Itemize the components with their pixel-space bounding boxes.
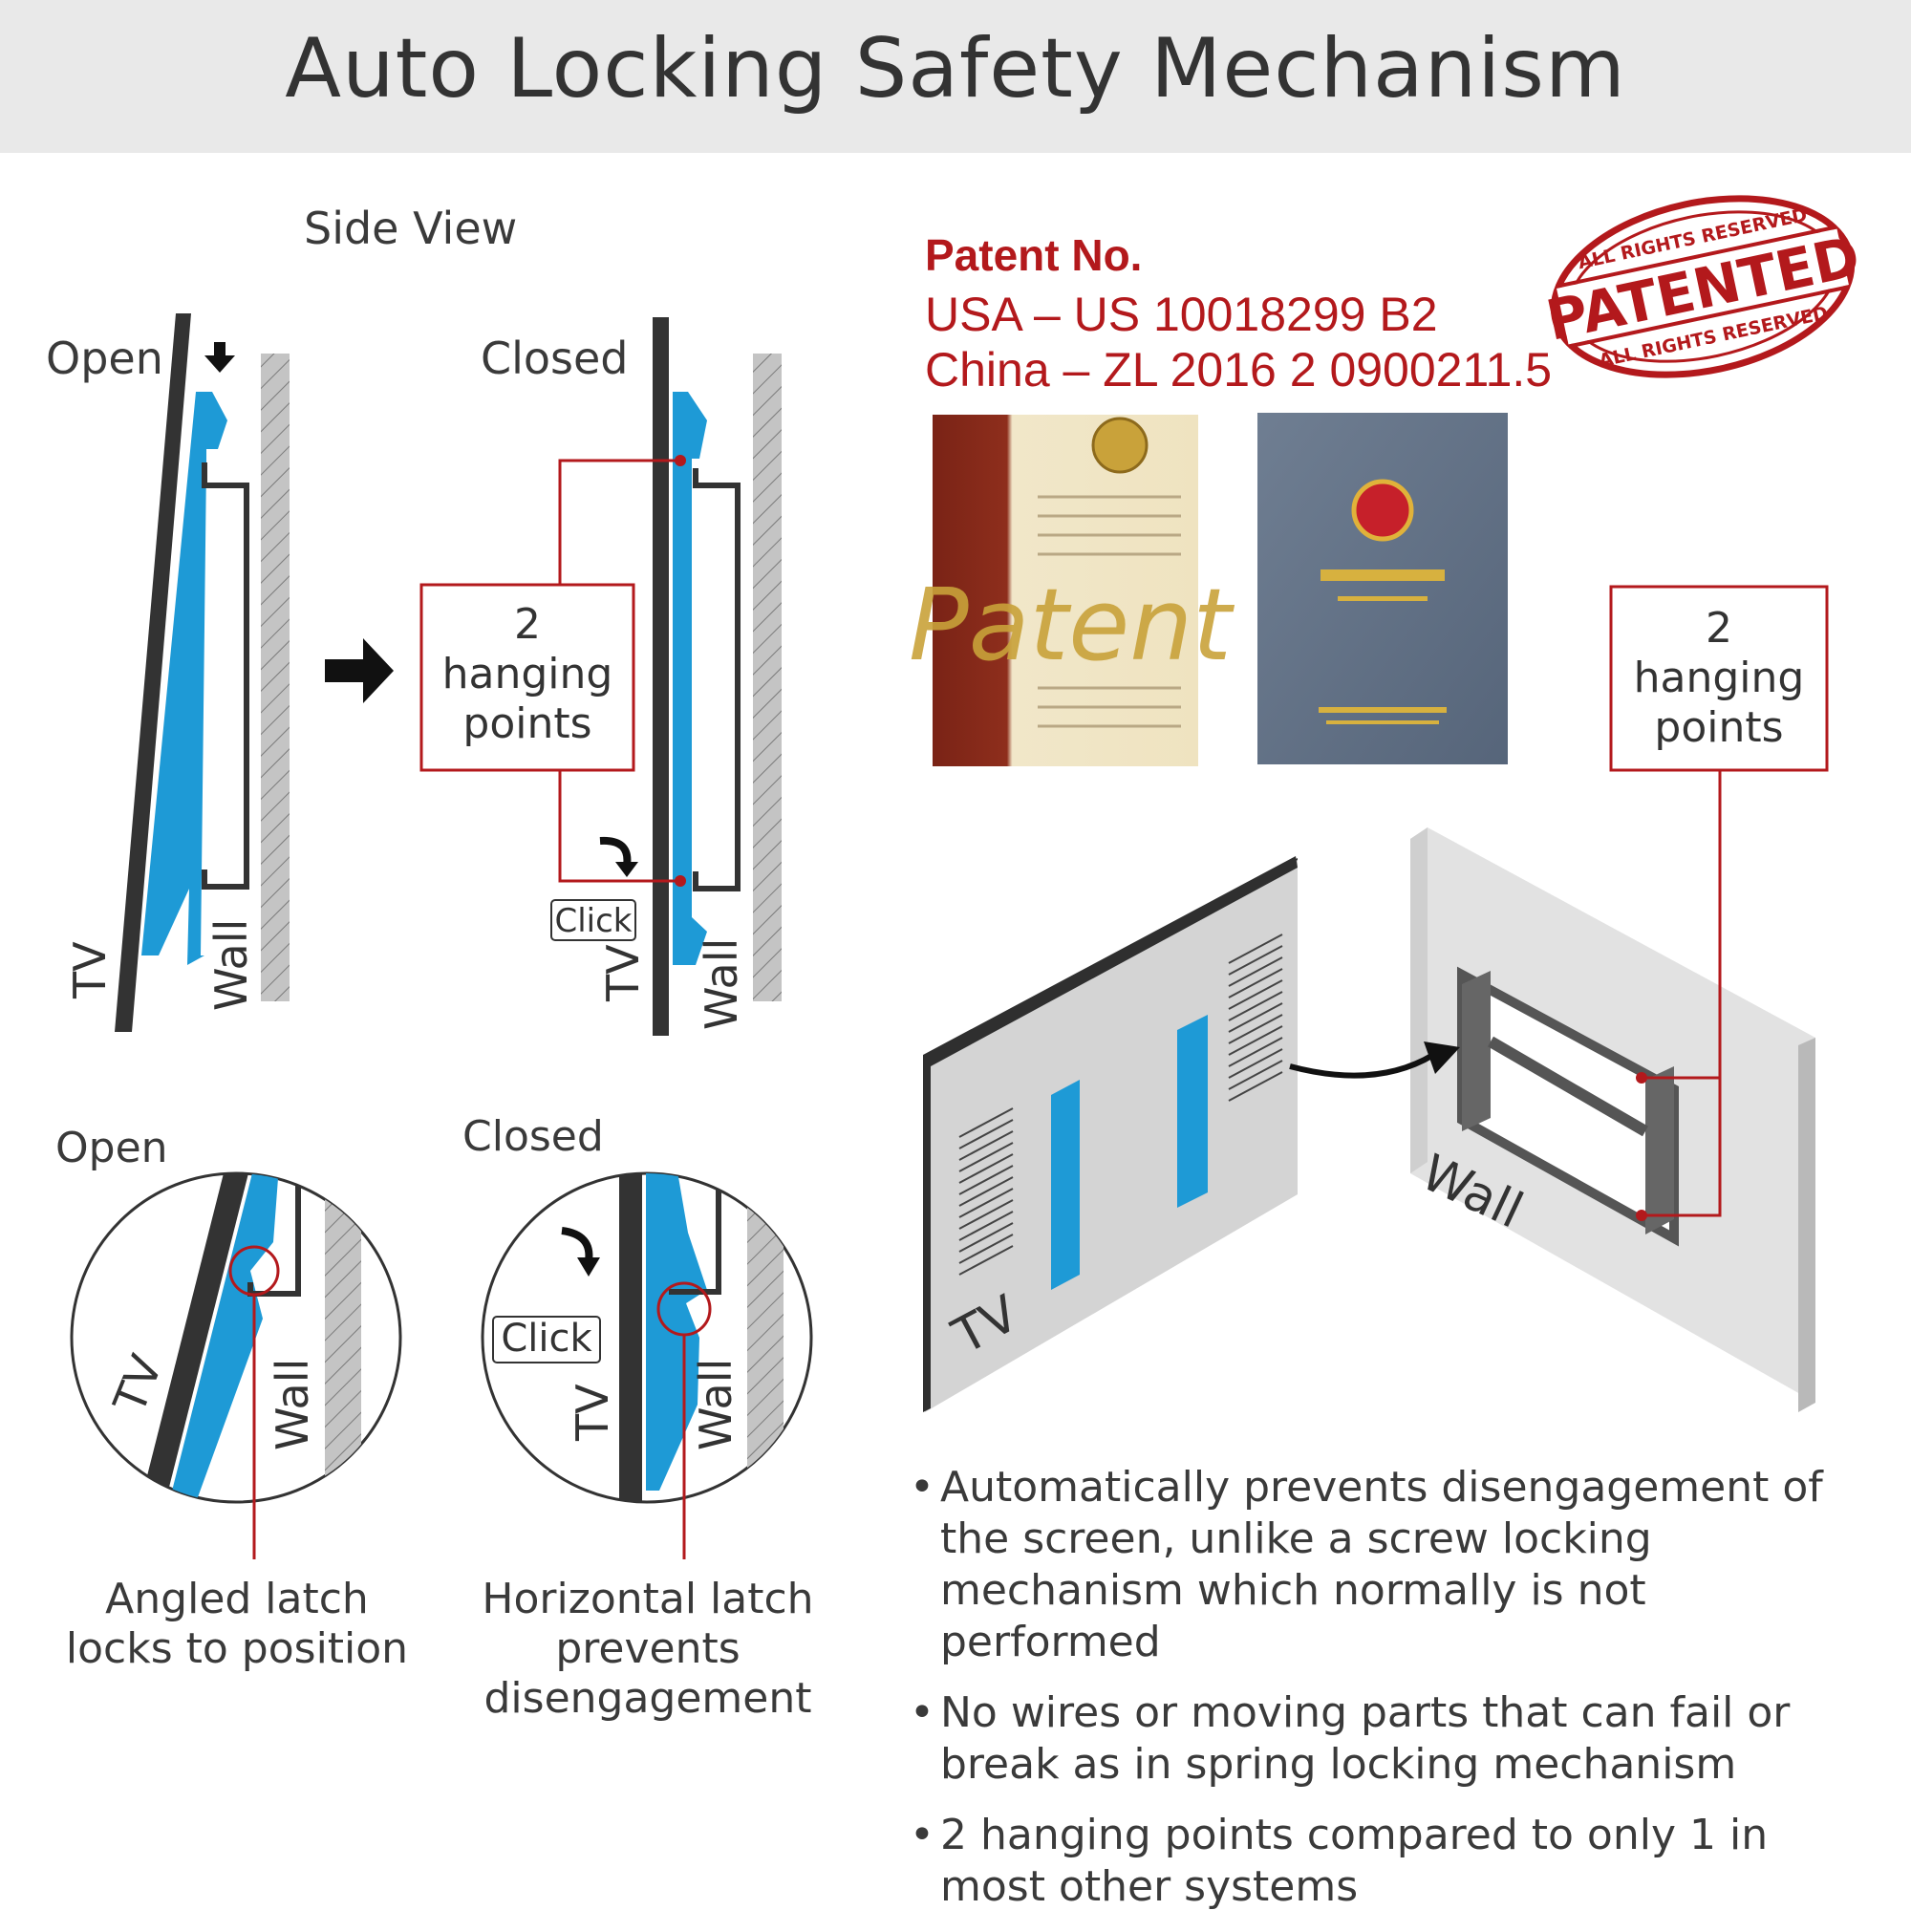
side-closed-wall-label: Wall <box>696 938 747 1030</box>
patent-usa: USA – US 10018299 B2 <box>925 288 1438 341</box>
detail-closed-wall-label: Wall <box>690 1359 741 1450</box>
side-open-diagram: TV Wall <box>64 313 290 1032</box>
feature-item-3: •2 hanging points compared to only 1 in … <box>910 1811 1769 1911</box>
tv-bracket-closed <box>673 392 707 965</box>
us-patent-certificate: Patent <box>909 415 1235 766</box>
tv-bracket-open <box>141 392 227 965</box>
down-arrow-icon <box>204 342 235 373</box>
hanging-points-box-side <box>419 583 635 772</box>
closed-caption-line-1: Horizontal latch <box>482 1575 814 1623</box>
page-title: Auto Locking Safety Mechanism <box>285 21 1626 117</box>
side-open-tv-label: TV <box>64 941 116 999</box>
detail-closed-circle: Click TV Wall <box>481 1171 813 1559</box>
detail-open-wall-label: Wall <box>267 1359 318 1450</box>
feature-item-2: •No wires or moving parts that can fail … <box>910 1688 1791 1789</box>
click-label-detail: Click <box>501 1317 592 1361</box>
iso-bracket-right <box>1177 1015 1208 1208</box>
click-arrow-icon <box>599 836 632 867</box>
feature-text-2: No wires or moving parts that can fail o… <box>940 1688 1791 1789</box>
open-caption-line-2: locks to position <box>65 1624 409 1673</box>
iso-vent-left <box>958 1107 1014 1276</box>
closed-caption: Horizontal latch prevents disengagement <box>457 1575 839 1724</box>
iso-hanging-line-1: 2 <box>1706 604 1732 653</box>
hanging-box-line-3: points <box>462 699 591 748</box>
open-caption-line-1: Angled latch <box>105 1575 369 1623</box>
patent-china: China – ZL 2016 2 0900211.5 <box>925 343 1553 397</box>
iso-vent-right <box>1228 934 1283 1102</box>
wall-plate-closed <box>693 468 741 891</box>
iso-hanging-line-3: points <box>1654 703 1783 752</box>
iso-wall: Wall <box>1410 770 1815 1412</box>
wall-plate-open <box>202 462 249 890</box>
open-caption: Angled latch locks to position <box>46 1575 428 1674</box>
hanging-box-line-2: hanging <box>442 650 613 698</box>
side-open-wall-label: Wall <box>205 919 257 1011</box>
closed-caption-line-3: disengagement <box>483 1674 812 1723</box>
click-arrow-detail-icon <box>561 1227 593 1262</box>
right-arrow-icon <box>325 638 394 703</box>
feature-item-1: •Automatically prevents disengagement of… <box>910 1463 1823 1666</box>
detail-open-circle: TV Wall <box>70 1171 402 1559</box>
click-badge-detail <box>492 1316 601 1363</box>
tv-panel-closed <box>653 317 669 1036</box>
iso-bracket-left <box>1051 1080 1080 1290</box>
detail-closed-label: Closed <box>462 1112 604 1161</box>
certificate-script: Patent <box>909 567 1235 683</box>
feature-text-1: Automatically prevents disengagement of … <box>940 1463 1823 1666</box>
click-badge-side <box>550 899 636 941</box>
side-closed-tv-label: TV <box>597 944 649 1002</box>
closed-caption-line-2: prevents <box>555 1624 741 1673</box>
gold-seal-icon <box>1091 417 1149 474</box>
china-patent-certificate <box>1257 413 1508 764</box>
patent-heading: Patent No. <box>925 230 1143 280</box>
hanging-points-box-iso <box>1609 585 1829 772</box>
side-view-heading: Side View <box>304 203 518 254</box>
side-closed-label: Closed <box>481 333 629 384</box>
tv-panel-open <box>115 313 191 1032</box>
patented-stamp: PATENTED ALL RIGHTS RESERVED ALL RIGHTS … <box>1541 195 1865 378</box>
iso-tv: TV <box>923 856 1298 1412</box>
iso-hanging-line-2: hanging <box>1634 654 1805 702</box>
side-closed-diagram: 2 hanging points Click TV Wall <box>419 317 782 1036</box>
feature-list: •Automatically prevents disengagement of… <box>908 1462 1863 1932</box>
detail-open-label: Open <box>55 1124 168 1172</box>
click-label-side: Click <box>554 902 632 940</box>
hanging-box-line-1: 2 <box>514 600 541 649</box>
national-emblem-icon <box>1351 479 1414 542</box>
wall-closed <box>753 354 782 1001</box>
feature-text-3: 2 hanging points compared to only 1 in m… <box>940 1811 1769 1911</box>
wall-open <box>261 354 290 1001</box>
detail-closed-tv-label: TV <box>567 1384 618 1442</box>
header-bar <box>0 0 1911 153</box>
side-open-label: Open <box>46 333 163 384</box>
iso-arrow-icon <box>1289 1052 1435 1079</box>
